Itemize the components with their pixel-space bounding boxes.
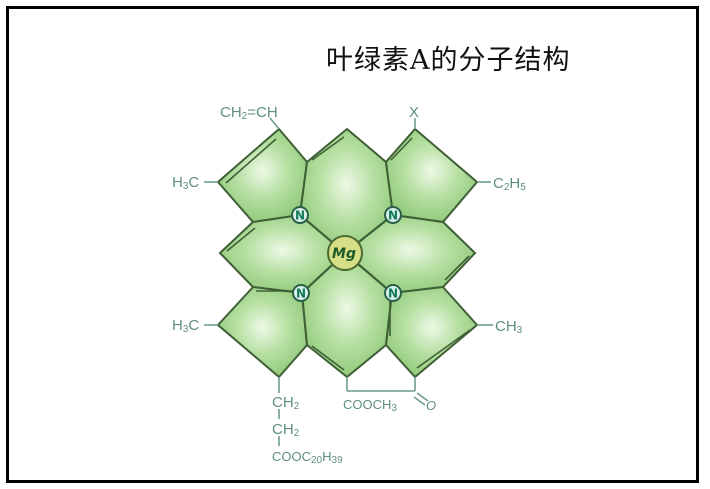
svg-text:N: N [296, 287, 306, 301]
ring-bottom-right [384, 285, 479, 379]
label-ethyl: C2H5 [493, 175, 526, 193]
nitrogen-atom-top-left: N [291, 206, 309, 224]
ring-bottom-left [216, 285, 309, 379]
label-methyl-upper-left: H3C [172, 174, 199, 192]
label-x: X [409, 104, 419, 121]
label-methyl-ester: COOCH3 [343, 397, 397, 414]
diagram-title: 叶绿素A的分子结构 [326, 45, 571, 76]
double-bonds [225, 136, 471, 371]
label-keto-oxygen: O [426, 398, 436, 413]
substituent-bonds [204, 117, 493, 446]
label-vinyl: CH2=CH [220, 104, 278, 122]
label-methyl-lower-left: H3C [172, 317, 199, 335]
magnesium-atom: Mg [327, 235, 363, 271]
nitrogen-atom-bottom-left: N [292, 284, 310, 302]
label-methyl-lower-right: CH3 [495, 318, 523, 336]
label-phytyl-ester: COOC20H39 [272, 449, 343, 466]
label-chain-ch2-2: CH2 [272, 421, 300, 439]
svg-text:Mg: Mg [332, 246, 356, 262]
nitrogen-atom-bottom-right: N [384, 284, 402, 302]
porphyrin-rings [216, 127, 479, 379]
svg-text:N: N [388, 209, 398, 223]
svg-text:N: N [295, 209, 305, 223]
ring-top-left [216, 127, 309, 224]
label-chain-ch2-1: CH2 [272, 394, 300, 412]
ring-top-right [384, 127, 479, 224]
nitrogen-atom-top-right: N [384, 206, 402, 224]
svg-text:N: N [388, 287, 398, 301]
